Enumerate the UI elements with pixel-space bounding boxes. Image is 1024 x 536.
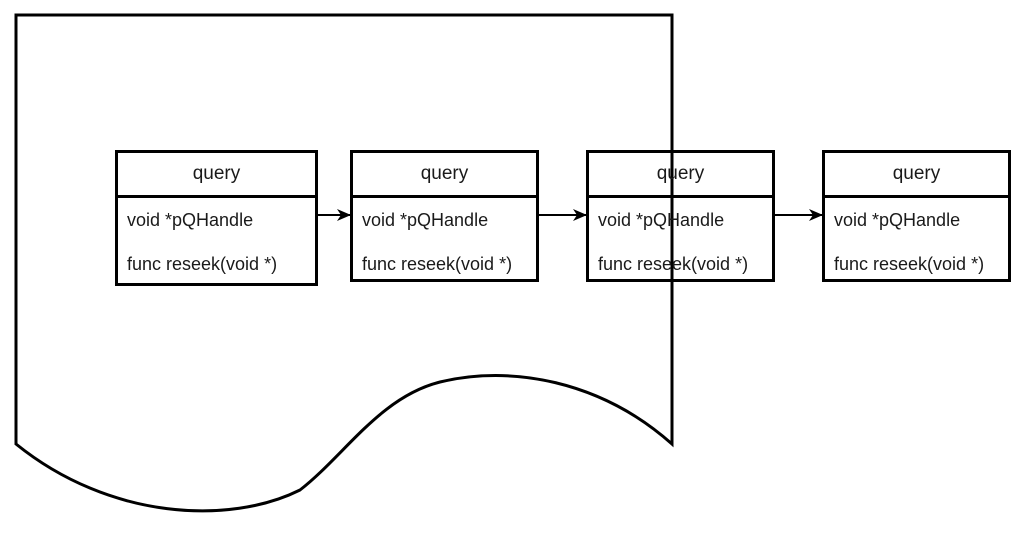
node-title: query [589,153,772,198]
node-field-handle: void *pQHandle [598,210,725,230]
query-node-3[interactable]: query void *pQHandle func reseek(void *) [586,150,775,282]
node-title: query [353,153,536,198]
node-field-handle: void *pQHandle [362,210,489,230]
node-field-reseek: func reseek(void *) [127,254,278,274]
document-shape [14,13,674,513]
node-field-reseek: func reseek(void *) [362,254,513,274]
node-title: query [118,153,315,198]
node-field-reseek: func reseek(void *) [834,254,985,274]
node-field-reseek: func reseek(void *) [598,254,749,274]
node-field-handle: void *pQHandle [834,210,961,230]
node-field-handle: void *pQHandle [127,210,254,230]
query-node-2[interactable]: query void *pQHandle func reseek(void *) [350,150,539,282]
query-node-1[interactable]: query void *pQHandle func reseek(void *) [115,150,318,286]
query-node-4[interactable]: query void *pQHandle func reseek(void *) [822,150,1011,282]
node-title: query [825,153,1008,198]
